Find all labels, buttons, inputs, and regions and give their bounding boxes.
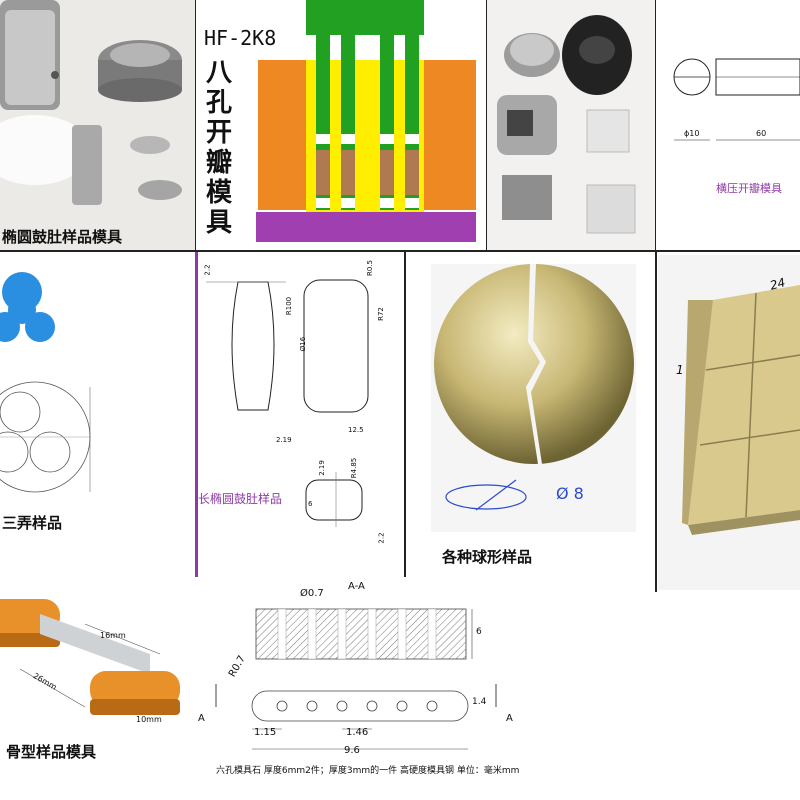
col-divider: [404, 252, 406, 577]
bone-dim-label: 10mm: [136, 715, 162, 724]
row-divider: [0, 250, 800, 252]
dim-label: Ø16: [299, 336, 308, 352]
panel-long-ellipse-sample: 2.2 R0.5 R100 R72 Ø16 2.19 12.5 2.19 R4.…: [196, 252, 404, 577]
transverse-split-die-drawing: [656, 0, 800, 250]
dim-left-label: 1.15: [254, 727, 277, 738]
dim-diameter: ϕ10: [684, 129, 700, 138]
width-label: 1.4: [472, 697, 487, 707]
col-divider-purple: [195, 252, 198, 577]
col-divider: [486, 0, 487, 250]
panel-six-hole-die: A-A Ø0.7 6 R0.7 1.4 1.15 1.46 9.6 A A 六孔…: [196, 579, 606, 800]
hole-diameter-label: Ø0.7: [300, 588, 324, 599]
die-title-char: 模: [206, 178, 233, 208]
transverse-die-caption: 横压开瓣模具: [716, 182, 782, 195]
ellipse-die-caption: 椭圆鼓肚样品模具: [2, 228, 123, 246]
long-ellipse-drawing: [196, 252, 404, 577]
six-hole-die-drawing: [196, 579, 606, 800]
col-divider: [195, 0, 196, 250]
long-ellipse-caption: 长椭圆鼓肚样品: [198, 492, 283, 506]
panel-grid-plate: 24 1: [658, 255, 800, 590]
eight-hole-die-diagram: [196, 0, 486, 250]
spherical-caption: 各种球形样品: [442, 548, 533, 566]
dim-length: 60: [756, 129, 767, 138]
dim-label: 2.19: [276, 436, 292, 444]
dim-total-label: 9.6: [344, 745, 360, 756]
square-die-photo: [487, 0, 655, 250]
section-label: A-A: [348, 581, 365, 592]
die-title-char: 开: [206, 118, 233, 148]
sphere-render: [431, 264, 636, 532]
bone-dim-label: 16mm: [100, 631, 126, 640]
dim-label: R0.5: [366, 260, 374, 276]
bone-die-caption: 骨型样品模具: [6, 743, 97, 761]
dim-label: 6: [308, 500, 313, 508]
ellipse-die-photo: [0, 0, 195, 250]
dim-pitch-label: 1.46: [346, 727, 369, 738]
grid-plate-render: [658, 255, 800, 590]
plate-dim-side: 1: [676, 363, 684, 377]
three-lobe-drawing: [0, 252, 195, 577]
section-mark-left: A: [198, 713, 205, 724]
dim-label: R4.85: [350, 457, 359, 479]
die-title-char: 八: [206, 58, 233, 88]
col-divider: [655, 252, 657, 592]
col-divider: [655, 0, 656, 250]
dim-label: 12.5: [348, 426, 364, 434]
panel-bone-sample-die: 16mm 26mm 10mm 骨型样品模具: [0, 579, 195, 800]
die-title-chars: 八 孔 开 瓣 模 具: [206, 58, 240, 238]
bone-sample-render: [0, 579, 195, 800]
panel-spherical-samples: Ø 8 各种球形样品: [406, 252, 654, 577]
three-lobe-caption: 三弄样品: [2, 514, 63, 532]
thickness-label: 6: [476, 627, 482, 637]
section-mark-right: A: [506, 713, 513, 724]
panel-three-lobe-sample: 三弄样品: [0, 252, 195, 577]
die-title-char: 具: [206, 208, 233, 238]
dim-label: 2.19: [317, 460, 326, 476]
dim-label: 2.2: [377, 532, 386, 544]
sphere-hand-note: Ø 8: [556, 484, 584, 503]
die-model-title: HF-2K8: [204, 26, 277, 50]
panel-ellipse-die-photo: 椭圆鼓肚样品模具: [0, 0, 195, 250]
die-title-char: 瓣: [206, 148, 233, 178]
panel-eight-hole-die: HF-2K8 八 孔 开 瓣 模 具: [196, 0, 486, 250]
dim-label: R72: [376, 307, 385, 321]
die-title-char: 孔: [206, 88, 233, 118]
dim-label: 2.2: [203, 264, 212, 276]
drawing-footnote: 六孔模具石 厚度6mm2件；厚度3mm的一件 高硬度模具钢 单位：毫米mm: [216, 766, 520, 776]
panel-transverse-split-die: ϕ10 60 横压开瓣模具: [656, 0, 800, 250]
panel-square-die-photo: [487, 0, 655, 250]
dim-label: R100: [285, 296, 294, 316]
